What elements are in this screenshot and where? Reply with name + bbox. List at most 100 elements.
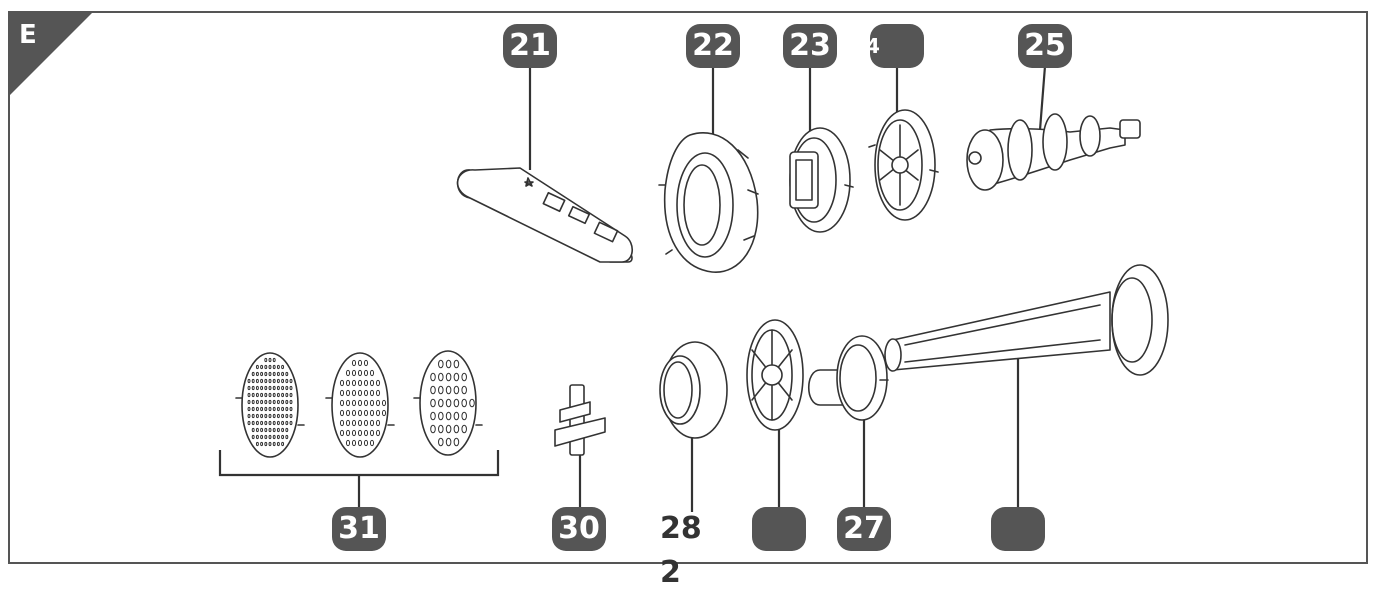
plate-hole xyxy=(255,378,259,384)
plate-hole xyxy=(351,379,357,387)
plate-hole xyxy=(351,429,357,437)
plate-hole xyxy=(272,385,276,391)
plate-hole xyxy=(281,406,285,412)
part-23-disc-housing xyxy=(789,127,854,233)
plate-hole xyxy=(363,429,369,437)
plate-hole xyxy=(247,399,251,405)
plate-hole xyxy=(255,427,259,433)
plate-hole xyxy=(272,399,276,405)
plate-hole xyxy=(461,372,467,382)
section-corner-tab xyxy=(8,11,94,97)
plate-hole xyxy=(255,420,259,426)
part-25-worm-shaft xyxy=(966,113,1141,191)
plate-hole xyxy=(276,406,280,412)
plate-hole xyxy=(276,385,280,391)
plate-hole xyxy=(289,406,293,412)
plate-hole xyxy=(289,413,293,419)
plate-hole xyxy=(251,392,255,398)
plate-hole xyxy=(345,379,351,387)
plate-hole xyxy=(345,409,351,417)
plate-hole xyxy=(445,385,452,395)
plate-hole xyxy=(255,406,259,412)
plate-hole xyxy=(289,385,293,391)
plate-hole xyxy=(351,409,357,417)
callout-31: 31 xyxy=(332,507,386,551)
plate-hole xyxy=(339,389,345,397)
plate-hole xyxy=(264,420,268,426)
plate-hole xyxy=(247,392,251,398)
plate-hole xyxy=(430,424,436,434)
plate-hole xyxy=(281,378,285,384)
plate-hole xyxy=(351,359,357,367)
plate-hole xyxy=(469,398,475,408)
callout-32 xyxy=(991,507,1045,551)
plate-hole xyxy=(251,406,255,412)
plate-hole xyxy=(445,372,452,382)
plate-hole xyxy=(289,378,293,384)
plate-hole xyxy=(285,406,289,412)
plate-hole xyxy=(268,392,272,398)
plate-hole xyxy=(453,359,460,369)
plate-hole xyxy=(255,364,259,370)
callout-24: 4 xyxy=(866,24,924,68)
plate-hole xyxy=(268,420,272,426)
callout-27-label: 27 xyxy=(843,511,885,546)
plate-hole xyxy=(272,434,276,440)
plate-hole xyxy=(369,369,375,377)
plate-hole xyxy=(285,427,289,433)
plate-hole xyxy=(375,389,381,397)
plate-hole xyxy=(251,378,255,384)
callout-25-label: 25 xyxy=(1024,28,1066,63)
plate-hole xyxy=(264,434,268,440)
plate-hole xyxy=(268,441,272,447)
callout-21-label: 21 xyxy=(509,28,551,63)
plate-hole xyxy=(281,420,285,426)
plate-hole xyxy=(357,389,363,397)
plate-hole xyxy=(281,385,285,391)
plate-hole xyxy=(285,399,289,405)
callout-26-label: 2 xyxy=(660,555,681,590)
plate-hole xyxy=(445,424,452,434)
plate-hole xyxy=(438,372,444,382)
callout-28-label: 28 xyxy=(660,511,702,546)
diagram-canvas: E xyxy=(8,11,1368,590)
plate-hole xyxy=(369,389,375,397)
plate-hole xyxy=(247,420,251,426)
plate-hole xyxy=(260,420,264,426)
plate-hole xyxy=(260,371,264,377)
plate-hole xyxy=(357,359,363,367)
plate-hole xyxy=(264,392,268,398)
plate-hole xyxy=(369,409,375,417)
plate-hole xyxy=(276,413,280,419)
plate-hole xyxy=(276,371,280,377)
callout-23-label: 23 xyxy=(789,28,831,63)
plate-hole xyxy=(375,409,381,417)
plate-hole xyxy=(345,369,351,377)
plate-hole xyxy=(255,399,259,405)
plate-hole xyxy=(251,385,255,391)
callout-29 xyxy=(752,507,806,551)
plate-hole xyxy=(255,371,259,377)
plate-hole xyxy=(430,411,436,421)
plate-hole xyxy=(438,359,444,369)
plate-hole xyxy=(453,372,460,382)
plate-hole xyxy=(345,419,351,427)
plate-hole xyxy=(357,439,363,447)
plate-hole xyxy=(260,406,264,412)
plate-hole xyxy=(264,413,268,419)
plate-hole xyxy=(276,434,280,440)
callout-22: 22 xyxy=(686,24,740,68)
plate-hole xyxy=(268,378,272,384)
plate-hole xyxy=(438,385,444,395)
plate-hole xyxy=(268,413,272,419)
callout-30: 30 xyxy=(552,507,606,551)
plate-hole xyxy=(351,389,357,397)
plate-hole xyxy=(268,406,272,412)
plate-hole xyxy=(438,437,444,447)
plate-hole xyxy=(281,427,285,433)
plate-hole xyxy=(276,399,280,405)
plate-hole xyxy=(272,413,276,419)
plate-hole xyxy=(339,409,345,417)
plate-hole xyxy=(268,434,272,440)
plate-hole xyxy=(445,359,452,369)
